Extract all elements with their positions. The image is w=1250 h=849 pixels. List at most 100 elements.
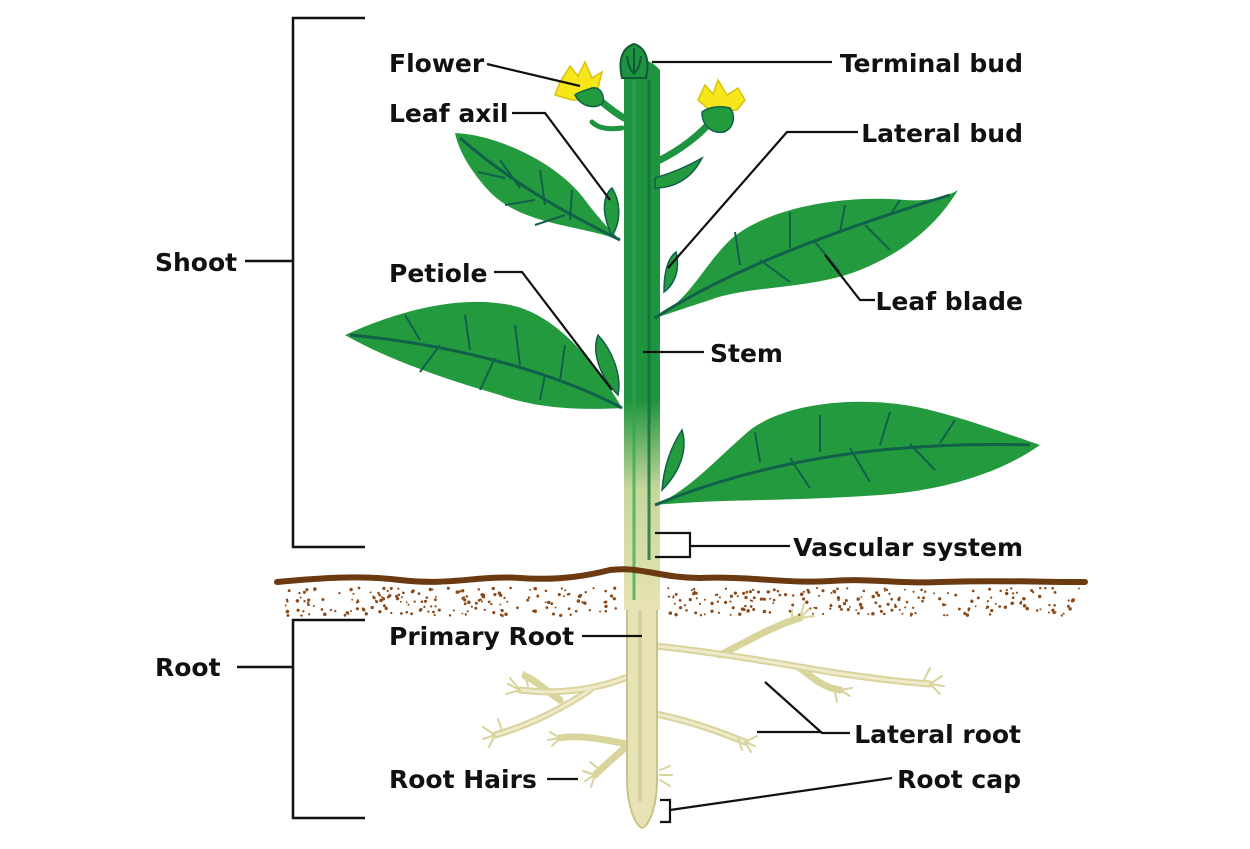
- soil-dot: [362, 608, 366, 612]
- soil-dot: [516, 606, 519, 610]
- soil-dot: [766, 590, 770, 594]
- soil-dot: [1011, 596, 1015, 600]
- soil-dot: [791, 594, 795, 597]
- soil-dot: [329, 608, 333, 612]
- soil-dot: [874, 601, 878, 605]
- soil-dot: [389, 586, 393, 590]
- label-root-hairs: Root Hairs: [389, 765, 537, 794]
- soil-dot: [748, 590, 752, 594]
- leaves: [345, 133, 1040, 507]
- soil-dot: [529, 588, 531, 591]
- soil-dot: [883, 589, 886, 592]
- soil-dot: [943, 613, 946, 617]
- soil-dot: [370, 605, 374, 610]
- soil-dot: [745, 590, 749, 594]
- soil-dot: [372, 596, 376, 600]
- soil-dot: [772, 598, 776, 602]
- soil-dot: [714, 593, 717, 597]
- soil-dot: [1077, 587, 1080, 590]
- soil-dot: [477, 588, 481, 591]
- soil-dot: [994, 602, 997, 605]
- soil-dot: [427, 610, 430, 613]
- soil-dot: [703, 613, 706, 616]
- soil-dot: [871, 612, 875, 616]
- soil-dot: [890, 608, 894, 612]
- soil-dot: [871, 594, 875, 599]
- leader-lines: [486, 60, 893, 824]
- soil-dot: [307, 613, 311, 616]
- soil-dot: [941, 603, 946, 607]
- soil-dot: [381, 597, 386, 601]
- leaf-lower-right: [654, 401, 1040, 507]
- soil-dot: [599, 610, 602, 613]
- soil-dot: [921, 599, 924, 603]
- soil-dot: [772, 602, 775, 605]
- soil-dot: [343, 613, 347, 617]
- soil-dot: [567, 607, 571, 611]
- soil-dot: [811, 612, 814, 615]
- soil-dot: [912, 590, 915, 593]
- soil-dot: [672, 595, 675, 598]
- soil-dot: [350, 610, 352, 613]
- soil-dot: [464, 613, 468, 616]
- soil-dot: [1044, 586, 1047, 590]
- soil-dot: [791, 603, 795, 607]
- soil-dot: [837, 598, 840, 602]
- soil-dot: [974, 605, 977, 608]
- soil-dot: [557, 592, 561, 597]
- soil-dot: [1053, 590, 1057, 594]
- soil-dot: [733, 591, 738, 595]
- soil-dot: [583, 601, 587, 605]
- soil-dot: [1022, 604, 1027, 608]
- soil-dot: [1067, 599, 1070, 602]
- soil-dot: [798, 613, 801, 616]
- soil-dot: [462, 596, 466, 599]
- soil-dot: [298, 591, 301, 595]
- soil-dot: [434, 605, 437, 608]
- soil-dot: [437, 608, 441, 612]
- soil-dot: [349, 587, 353, 592]
- soil-dot: [694, 611, 698, 615]
- soil-dot: [920, 588, 923, 592]
- soil-dot: [483, 608, 486, 612]
- soil-dot: [559, 613, 563, 618]
- soil-dot: [883, 587, 887, 590]
- soil-dot: [944, 603, 947, 606]
- soil-dot: [830, 592, 833, 594]
- soil-dot: [724, 600, 728, 604]
- soil-dot: [990, 609, 994, 613]
- soil-dot: [423, 605, 426, 609]
- leaf-upper-left: [455, 133, 621, 242]
- stem: [619, 42, 660, 610]
- lateral-bud-left-lower: [595, 333, 620, 397]
- soil-dot: [815, 587, 819, 590]
- label-lateral-root: Lateral root: [854, 720, 1021, 749]
- soil-dot: [699, 614, 703, 617]
- soil-dot: [802, 597, 806, 601]
- soil-dot: [576, 599, 581, 603]
- soil-dot: [917, 596, 920, 599]
- soil-dot: [384, 606, 388, 611]
- soil-dot: [1047, 611, 1050, 614]
- soil-dot: [694, 591, 698, 595]
- label-primary-root: Primary Root: [389, 622, 574, 651]
- soil-dot: [667, 587, 670, 590]
- soil-dot: [584, 590, 587, 594]
- soil-dot: [698, 602, 701, 605]
- soil-dot: [1048, 603, 1051, 607]
- soil-dot: [967, 609, 970, 612]
- soil-dot: [405, 601, 408, 604]
- soil-dot: [506, 600, 509, 603]
- soil-dot: [554, 606, 557, 609]
- soil-dot: [425, 596, 429, 599]
- soil-dot: [858, 602, 863, 607]
- soil-dot: [544, 601, 547, 604]
- soil-dot: [922, 596, 926, 600]
- soil-dot: [762, 609, 767, 614]
- soil-dot: [1060, 614, 1063, 617]
- soil-dot: [285, 609, 290, 614]
- soil-dot: [986, 605, 990, 609]
- soil-dot: [668, 611, 673, 615]
- soil-dot: [883, 612, 886, 616]
- soil-dot: [903, 588, 906, 591]
